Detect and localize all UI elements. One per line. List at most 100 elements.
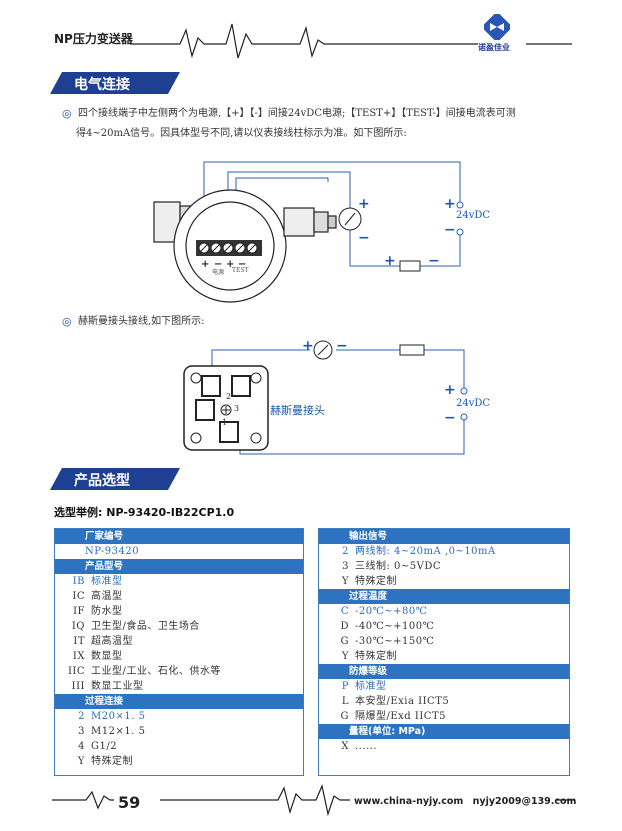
option-row: X...... <box>319 739 569 754</box>
option-row: IF 防水型 <box>55 604 303 619</box>
option-desc: -20℃~+80℃ <box>355 606 428 617</box>
supply2-minus-label: − <box>444 410 456 426</box>
ammeter2-minus-label: − <box>336 338 348 354</box>
option-code: 2 <box>342 546 349 557</box>
ammeter-plus-label: + <box>358 196 370 212</box>
option-desc: 卫生型/食品、卫生场合 <box>91 621 200 632</box>
option-desc: 超高温型 <box>91 636 133 647</box>
terminal-label-power: 电源 <box>212 269 225 276</box>
pin-3-label: 3 <box>234 404 240 413</box>
vendor-code-header: 厂家编号 <box>55 529 303 544</box>
option-row: L 本安型/Exia IICT5 <box>319 694 569 709</box>
option-row: III 数显工业型 <box>55 679 303 694</box>
option-desc: 特殊定制 <box>91 756 133 767</box>
option-code: IIC <box>67 666 85 677</box>
hirschmann-paragraph: ◎ 赫斯曼接头接线,如下图所示: <box>62 312 582 332</box>
range-header: 量程(单位: MPa) <box>319 724 569 739</box>
option-desc: -30℃~+150℃ <box>355 636 435 647</box>
transmitter-wiring-diagram: + − + − <box>153 161 464 303</box>
option-row: D-40℃~+100℃ <box>319 619 569 634</box>
option-desc: 两线制: 4~20mA ,0~10mA <box>355 546 496 557</box>
resistor-plus-label: + <box>384 253 396 269</box>
option-desc: 本安型/Exia IICT5 <box>355 696 450 707</box>
product-model-header: 产品型号 <box>55 559 303 574</box>
option-desc: 防水型 <box>91 606 123 617</box>
option-code: C <box>340 606 349 617</box>
svg-text:+: + <box>201 259 209 270</box>
terminal-label-test: TEST <box>232 267 249 274</box>
option-code: 3 <box>78 726 85 737</box>
bullet-circle-icon: ◎ <box>62 107 72 120</box>
option-row: 2 两线制: 4~20mA ,0~10mA <box>319 544 569 559</box>
option-code: 3 <box>342 561 349 572</box>
option-code: G <box>340 636 349 647</box>
option-desc: M20×1. 5 <box>91 711 146 722</box>
option-row: IQ 卫生型/食品、卫生场合 <box>55 619 303 634</box>
pin-1-label: 1 <box>222 418 228 427</box>
supply-voltage-label: 24vDC <box>456 210 491 221</box>
selection-example-value: NP-93420-IB22CP1.0 <box>106 506 235 519</box>
option-row: Y 特殊定制 <box>55 754 303 769</box>
option-desc: 数显型 <box>91 651 123 662</box>
resistor-minus-label: − <box>428 253 440 269</box>
option-desc: ...... <box>355 741 378 752</box>
section-title-selection: 产品选型 <box>74 473 130 489</box>
pin-2-label: 2 <box>226 392 232 401</box>
option-code: D <box>340 621 349 632</box>
footer-wave-line <box>52 784 574 817</box>
option-code: IQ <box>71 621 85 632</box>
output-signal-list: 2 两线制: 4~20mA ,0~10mA 3 三线制: 0~5VDC Y 特殊定制 <box>319 544 569 589</box>
option-desc: 数显工业型 <box>91 681 144 692</box>
option-code: Y <box>341 651 349 662</box>
selection-example: 选型举例: NP-93420-IB22CP1.0 <box>54 504 234 520</box>
option-desc: 特殊定制 <box>355 576 397 587</box>
process-connection-header: 过程连接 <box>55 694 303 709</box>
svg-text:+: + <box>226 259 234 270</box>
hirschmann-text: 赫斯曼接头接线,如下图所示: <box>78 316 205 327</box>
option-desc: 标准型 <box>355 681 387 692</box>
banner-shape <box>50 468 180 490</box>
option-code: 4 <box>78 741 85 752</box>
bullet-circle-icon: ◎ <box>62 315 72 328</box>
option-code: Y <box>77 756 85 767</box>
option-row: Y 特殊定制 <box>319 574 569 589</box>
svg-text:−: − <box>214 259 222 270</box>
header-wave-line <box>130 23 572 59</box>
process-temp-header: 过程温度 <box>319 589 569 604</box>
option-row: G -30℃~+150℃ <box>319 634 569 649</box>
wiring-text-line2: 得4~20mA信号。因具体型号不同,请以仪表接线柱标示为准。如下图所示: <box>76 128 407 139</box>
footer-email: nyjy2009@139.com <box>472 796 577 807</box>
banner-shape <box>50 72 180 94</box>
option-code: IF <box>73 606 85 617</box>
option-code: III <box>71 681 85 692</box>
supply-plus-label: + <box>444 196 456 212</box>
option-code: IB <box>72 576 85 587</box>
option-row: 4 G1/2 <box>55 739 303 754</box>
svg-text:−: − <box>238 259 246 270</box>
vendor-code-value: NP-93420 <box>85 546 140 557</box>
option-row: 3 三线制: 0~5VDC <box>319 559 569 574</box>
option-desc: G1/2 <box>91 741 118 752</box>
option-desc: 三线制: 0~5VDC <box>355 561 442 572</box>
option-desc: 工业型/工业、石化、供水等 <box>91 666 221 677</box>
page-number: 59 <box>118 793 141 812</box>
output-signal-header: 输出信号 <box>319 529 569 544</box>
option-code: G <box>340 711 349 722</box>
option-code: Y <box>341 576 349 587</box>
option-code: IC <box>72 591 85 602</box>
option-code: X <box>341 741 349 752</box>
option-desc: 标准型 <box>91 576 123 587</box>
section-banner-selection: 产品选型 <box>50 468 180 490</box>
option-code: L <box>341 696 349 707</box>
footer-contact: www.china-nyjy.com nyjy2009@139.com <box>354 796 576 807</box>
